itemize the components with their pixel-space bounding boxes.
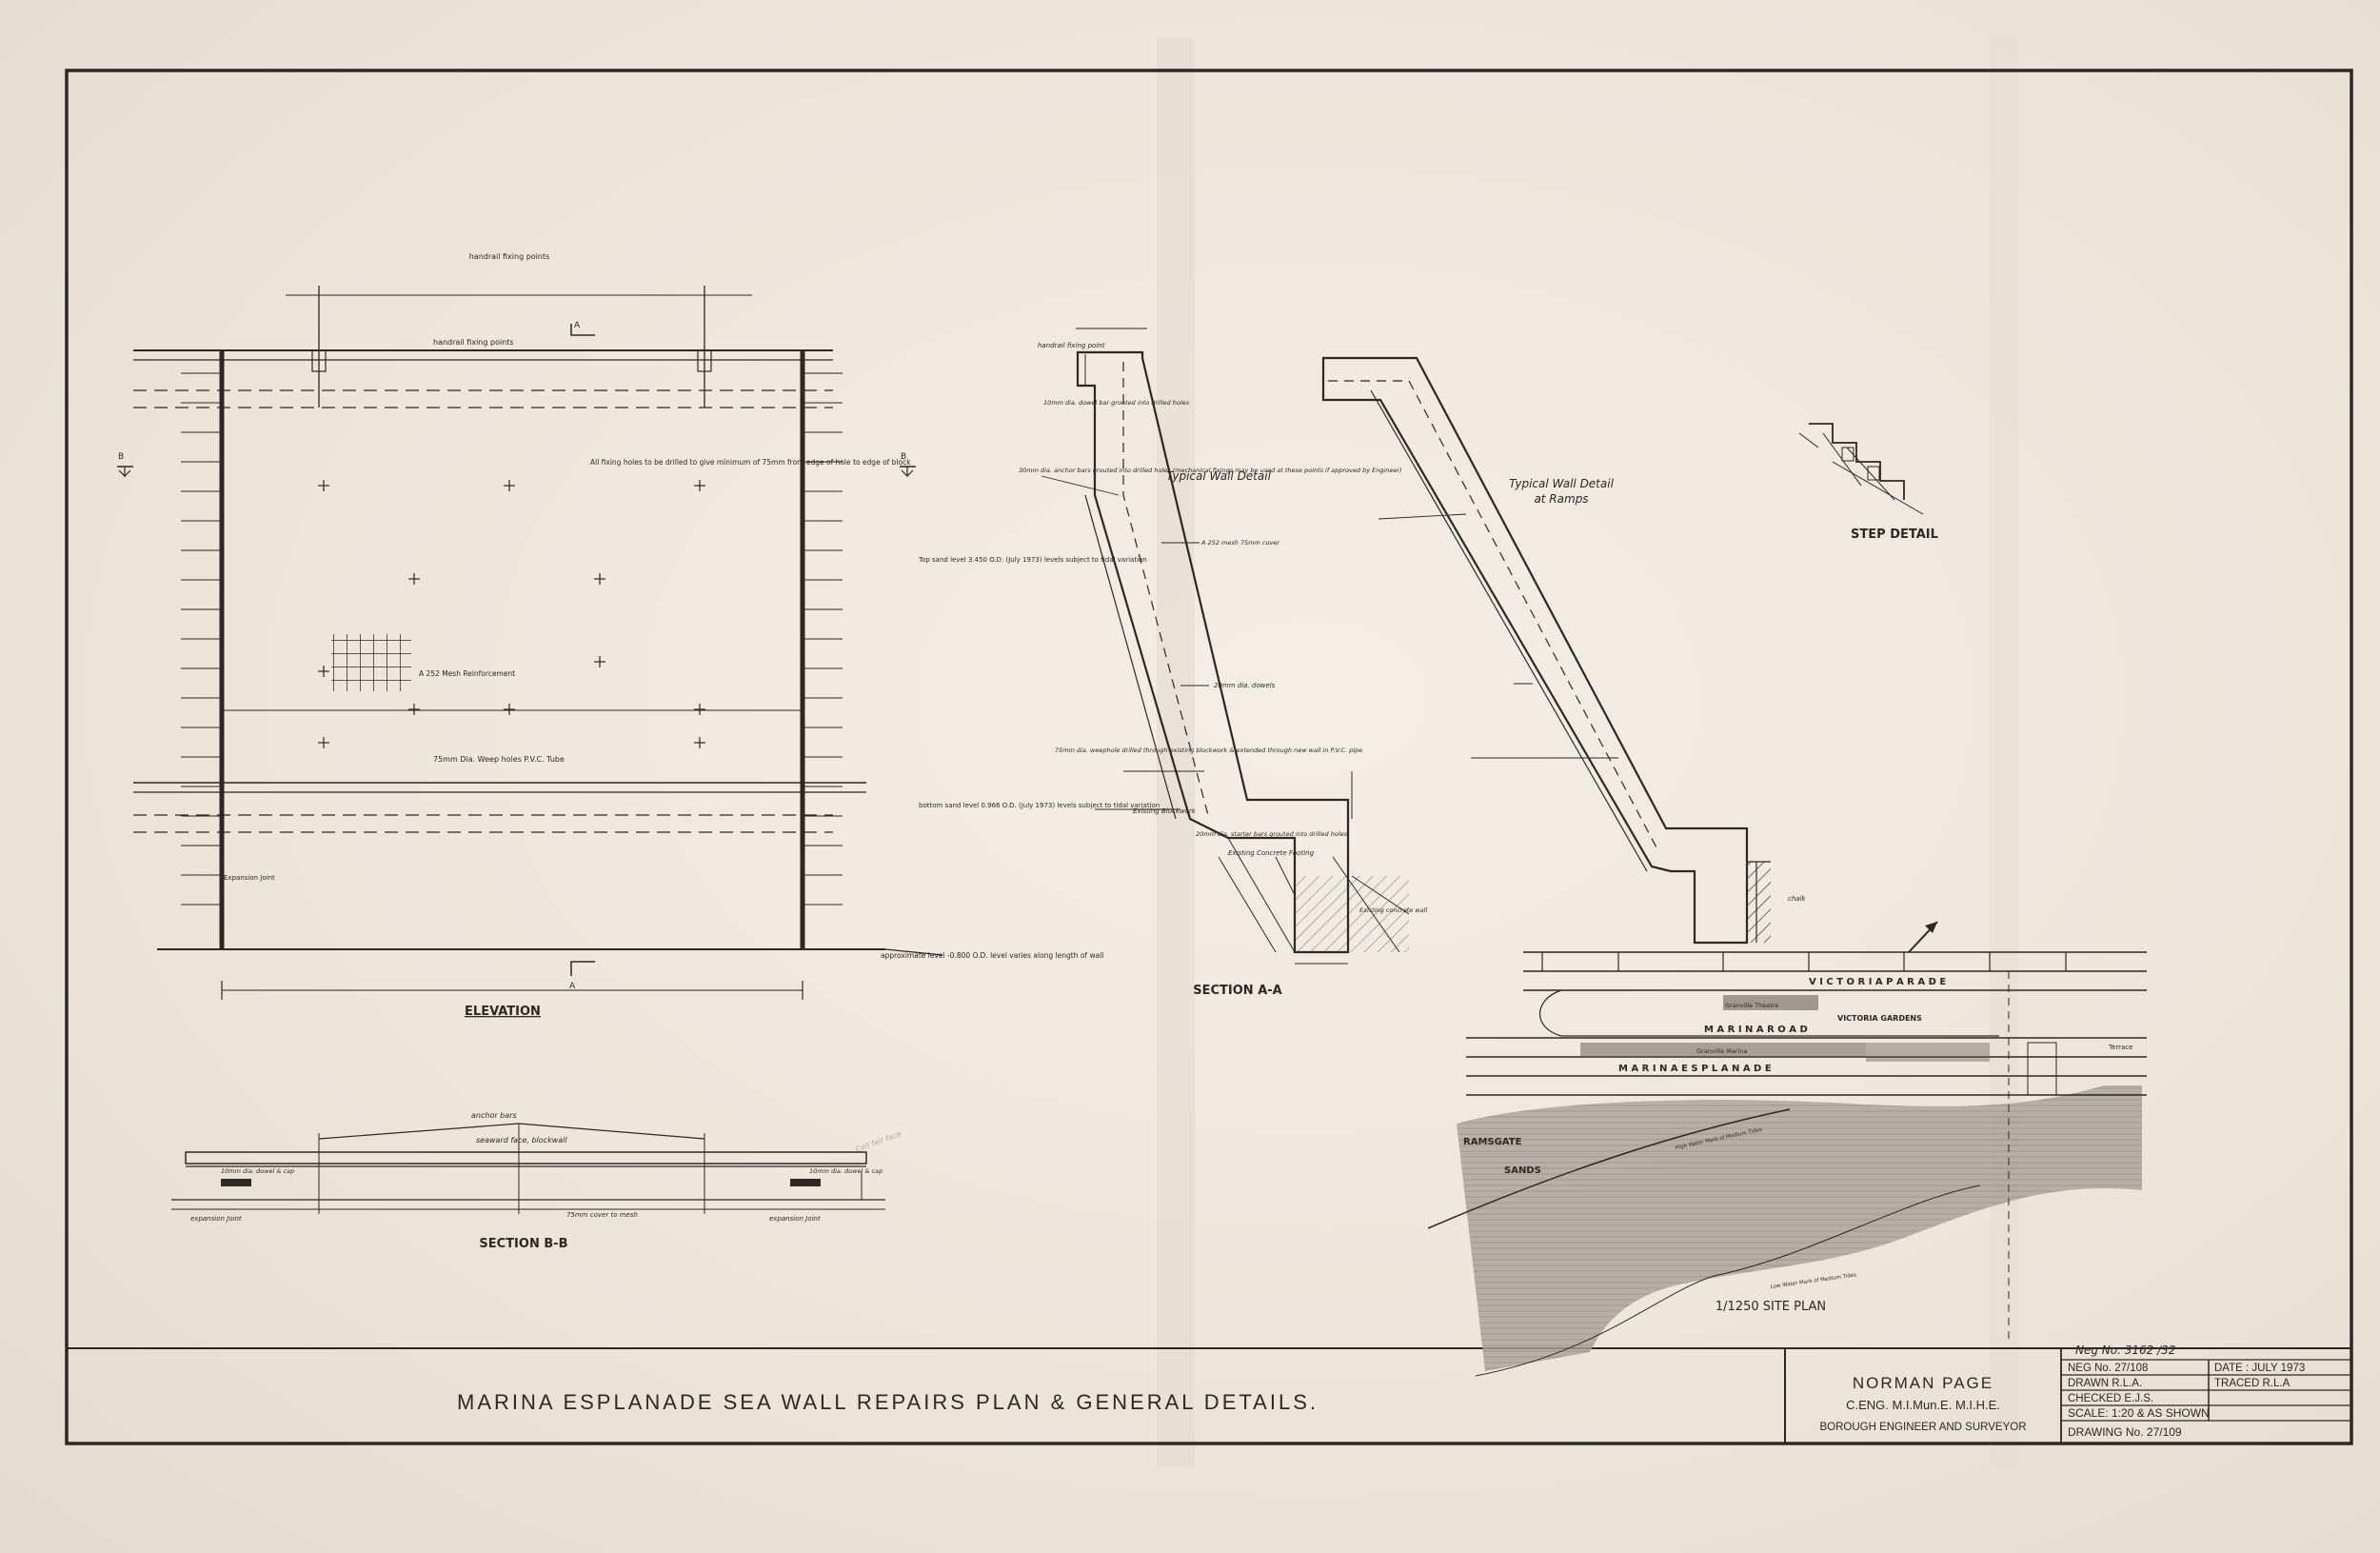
checked: CHECKED E.J.S.	[2068, 1393, 2153, 1404]
note-weep-holes: 75mm Dia. Weep holes P.V.C. Tube	[433, 755, 565, 764]
note-existing-wall: Existing concrete wall	[1359, 906, 1427, 914]
drawing-border	[65, 69, 2353, 1445]
note-section-mesh: A 252 mesh 75mm cover	[1200, 539, 1280, 547]
note-bb-cover: 75mm cover to mesh	[566, 1211, 638, 1219]
fold-crease-right	[1990, 38, 2018, 1466]
note-chalk: chalk	[1788, 895, 1807, 903]
note-bb-pencil: Cell fair face	[855, 1129, 902, 1154]
label-marina-road: M A R I N A R O A D	[1704, 1025, 1808, 1035]
engineer-block: NORMAN PAGE C.ENG. M.I.Mun.E. M.I.H.E. B…	[1819, 1374, 2026, 1433]
note-mesh: A 252 Mesh Reinforcement	[419, 669, 515, 678]
note-dowel-20: 20mm dia. dowels	[1214, 682, 1276, 689]
label-granville-theatre: Granville Theatre	[1725, 1002, 1778, 1009]
label-step-detail: STEP DETAIL	[1851, 528, 1938, 542]
label-elevation: ELEVATION	[465, 1005, 541, 1019]
section-bb-view	[171, 1123, 885, 1214]
scale: SCALE: 1:20 & AS SHOWN	[2068, 1406, 2210, 1420]
note-expansion-joint: Expansion Joint	[224, 874, 275, 882]
note-bb-dowel-right: 10mm dia. dowel & cap	[809, 1167, 883, 1175]
note-approx-level: approximate level -0.800 O.D. level vari…	[881, 951, 1103, 960]
label-ramsgate: RAMSGATE	[1463, 1137, 1522, 1147]
note-bb-dowel-left: 10mm dia. dowel & cap	[221, 1167, 294, 1175]
label-granville-marina: Granville Marina	[1696, 1047, 1747, 1055]
note-starter-bars: 20mm dia. starter bars grouted into dril…	[1196, 830, 1348, 838]
note-handrail-top: handrail fixing points	[469, 252, 550, 261]
step-detail-view	[1798, 423, 1924, 515]
label-victoria-gardens: VICTORIA GARDENS	[1837, 1014, 1922, 1023]
neg-handwritten: Neg No. 3162 /32	[2075, 1344, 2175, 1357]
marker-a-bottom: A	[569, 982, 576, 991]
title-block-fields: Neg No. 3162 /32 NEG No. 27/108 DATE : J…	[2068, 1344, 2305, 1439]
title-block	[1784, 1348, 2351, 1443]
marker-a-top: A	[574, 321, 581, 330]
note-anchor-bars: 30mm dia. anchor bars grouted into drill…	[1019, 467, 1402, 474]
view-labels: ELEVATION SECTION A-A SECTION B-B STEP D…	[465, 469, 1938, 1314]
note-bottom-sand: bottom sand level 0.966 O.D. (July 1973)…	[919, 802, 1160, 809]
mesh-sample	[331, 634, 411, 691]
label-site-plan: 1/1250 SITE PLAN	[1716, 1300, 1826, 1314]
engineer-role: BOROUGH ENGINEER AND SURVEYOR	[1819, 1422, 2026, 1433]
engineer-name: NORMAN PAGE	[1853, 1374, 1993, 1392]
elevation-notes: handrail fixing points handrail fixing p…	[118, 252, 1160, 991]
neg-no: NEG No. 27/108	[2068, 1363, 2148, 1374]
note-handrail-inner: handrail fixing points	[433, 338, 514, 347]
note-top-sand: Top sand level 3.450 O.D. (July 1973) le…	[918, 556, 1147, 564]
drawing-no: DRAWING No. 27/109	[2068, 1425, 2182, 1439]
note-existing-blockwork: Existing Blockwork	[1133, 807, 1197, 815]
note-dowel-10: 10mm dia. dowel bar grouted into drilled…	[1043, 399, 1190, 407]
marker-b-right: B	[901, 452, 906, 462]
note-fixing-holes: All fixing holes to be drilled to give m…	[590, 458, 911, 467]
note-existing-footing: Existing Concrete Footing	[1228, 849, 1315, 857]
label-sands: SANDS	[1504, 1165, 1541, 1176]
label-terrace: Terrace	[2108, 1044, 2132, 1051]
note-bb-seaward: seaward face, blockwall	[476, 1136, 567, 1145]
ramp-section-view	[1321, 356, 1771, 945]
note-bb-exp-left: expansion Joint	[190, 1215, 242, 1223]
engineer-quals: C.ENG. M.I.Mun.E. M.I.H.E.	[1846, 1398, 2000, 1412]
note-weep-hole: 75mm dia. weephole drilled through exist…	[1055, 747, 1362, 754]
note-bb-anchor: anchor bars	[471, 1111, 517, 1120]
label-typical-wall: Typical Wall Detail	[1166, 469, 1272, 483]
section-aa-view	[1041, 328, 1410, 965]
elevation-view	[117, 286, 943, 1000]
label-marina-esplanade: M A R I N A E S P L A N A D E	[1618, 1064, 1772, 1074]
note-handrail-point: handrail fixing point	[1038, 342, 1105, 349]
label-typical-wall-ramps-1: Typical Wall Detail	[1509, 477, 1615, 490]
fold-crease	[1157, 38, 1195, 1466]
label-low-water: Low Water Mark of Medium Tides	[1770, 1272, 1856, 1290]
date: DATE : JULY 1973	[2214, 1363, 2305, 1374]
note-bb-exp-right: expansion Joint	[769, 1215, 821, 1223]
traced: TRACED R.L.A	[2214, 1378, 2291, 1389]
site-plan-view	[1427, 921, 2147, 1377]
title-text: MARINA ESPLANADE SEA WALL REPAIRS PLAN &…	[457, 1390, 1319, 1414]
label-section-aa: SECTION A-A	[1193, 984, 1281, 998]
marker-b-left: B	[118, 452, 124, 462]
drawing-title: MARINA ESPLANADE SEA WALL REPAIRS PLAN &…	[457, 1390, 1319, 1414]
drawn: DRAWN R.L.A.	[2068, 1378, 2142, 1389]
section-notes: handrail fixing point 10mm dia. dowel ba…	[1019, 342, 1807, 914]
label-victoria-parade: V I C T O R I A P A R A D E	[1809, 977, 1946, 987]
label-typical-wall-ramps-2: at Ramps	[1534, 492, 1588, 506]
label-section-bb: SECTION B-B	[479, 1237, 567, 1251]
